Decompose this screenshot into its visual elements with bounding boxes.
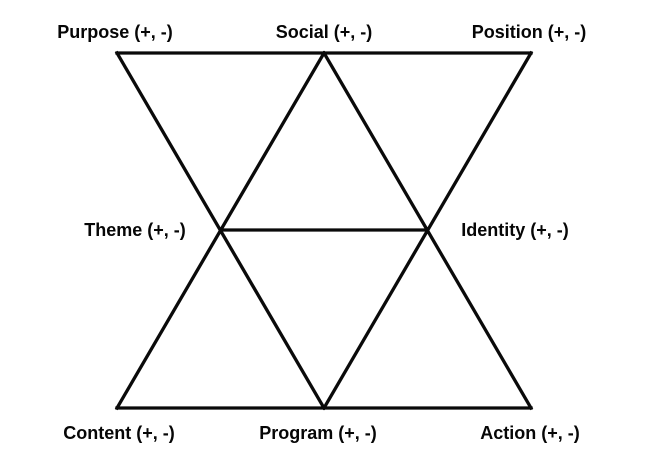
label-identity: Identity (+, -) [461, 220, 569, 240]
label-program: Program (+, -) [259, 423, 377, 443]
edge-topright-program [321, 50, 534, 411]
label-purpose: Purpose (+, -) [57, 22, 173, 42]
label-action: Action (+, -) [480, 423, 580, 443]
label-theme: Theme (+, -) [84, 220, 186, 240]
edge-social-bottomleft [114, 50, 327, 411]
label-social: Social (+, -) [275, 22, 373, 42]
label-content: Content (+, -) [63, 423, 175, 443]
label-position: Position (+, -) [471, 22, 587, 42]
